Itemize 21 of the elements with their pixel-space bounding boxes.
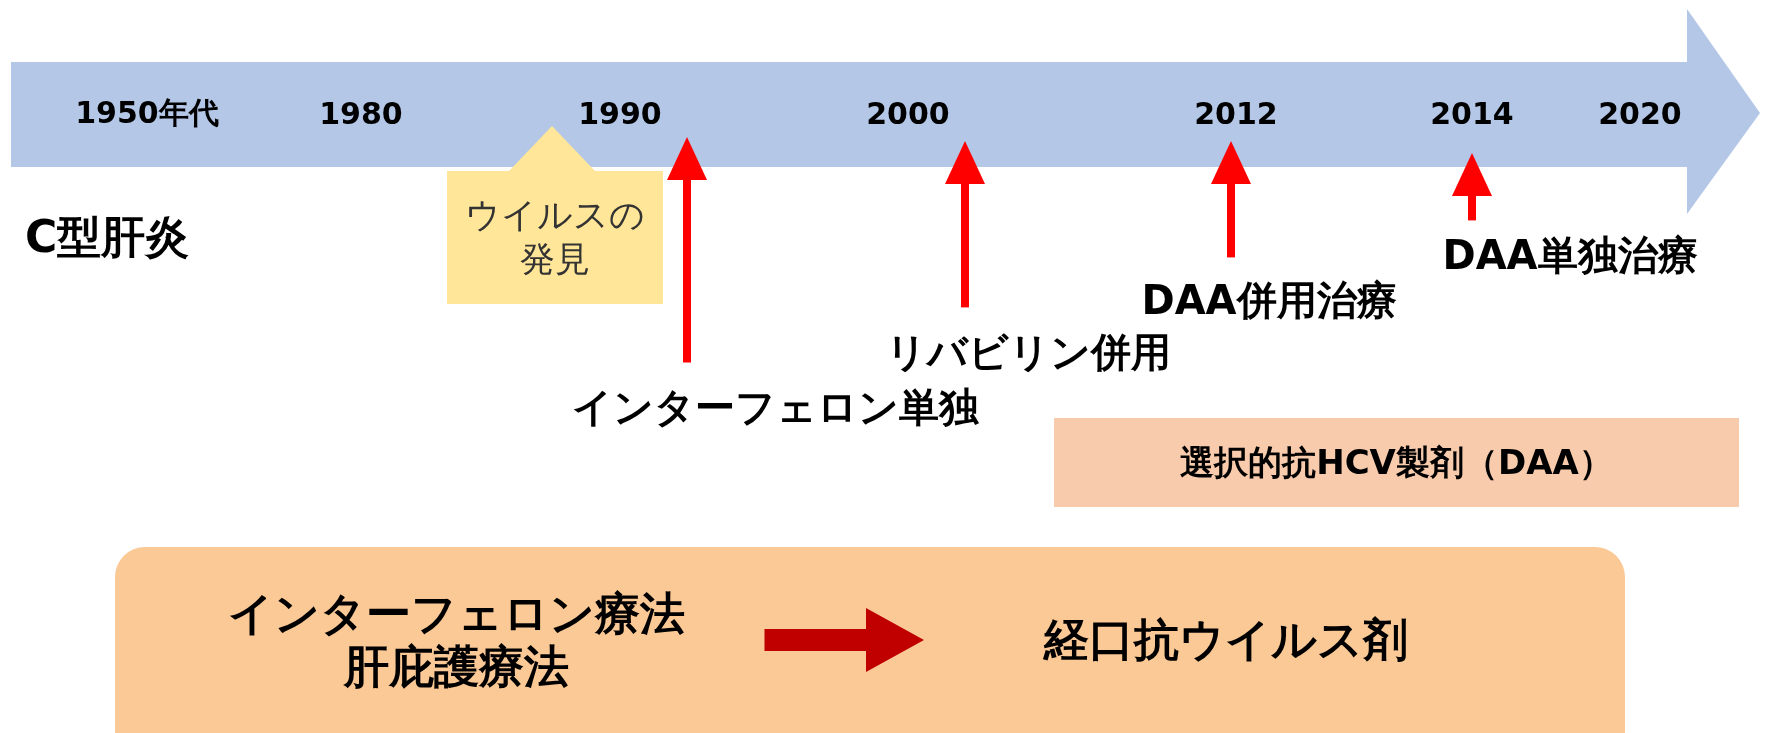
year-label: 2012 [1194, 95, 1278, 131]
arrow [764, 608, 924, 672]
year-label: 2020 [1598, 95, 1682, 131]
year-label: 2014 [1430, 95, 1514, 131]
therapy-label: インターフェロン療法 [227, 586, 685, 640]
therapy-label: 肝庇護療法 [342, 640, 570, 694]
year-label: 2000 [866, 95, 950, 131]
arrow [509, 126, 595, 172]
year-label: 1980 [319, 95, 403, 131]
treatment-label: インターフェロン単独 [571, 384, 979, 432]
year-label: 1950年代 [75, 93, 219, 132]
arrow [1452, 153, 1492, 221]
treatment-label: DAA単独治療 [1442, 232, 1698, 280]
treatment-label: DAA併用治療 [1141, 277, 1397, 325]
category-box: 選択的抗HCV製剤（DAA） [1054, 418, 1739, 507]
year-label: 1990 [578, 95, 662, 131]
callout-box: ウイルスの発見 [447, 171, 663, 304]
disease-title: C型肝炎 [25, 210, 190, 264]
summary-box [115, 547, 1625, 733]
treatment-label: リバビリン併用 [885, 329, 1171, 377]
therapy-label: 経口抗ウイルス剤 [1044, 613, 1408, 667]
